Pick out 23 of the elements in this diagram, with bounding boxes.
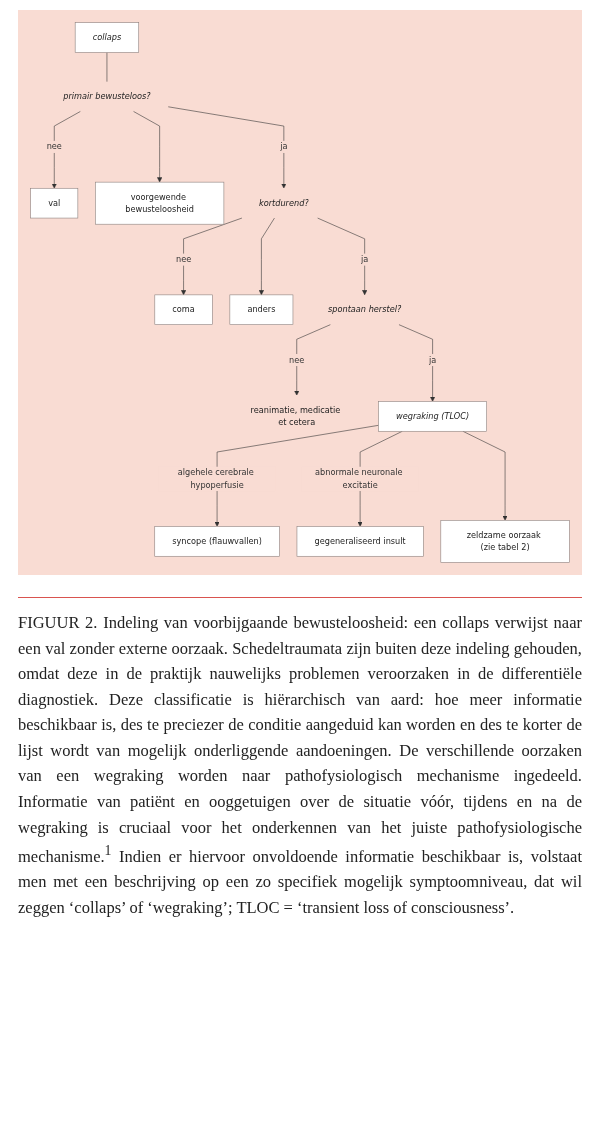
node-box bbox=[74, 22, 139, 53]
node-text: kortdurend? bbox=[258, 198, 309, 208]
node-text: reanimatie, medicatie et cetera bbox=[250, 405, 341, 427]
figure-caption: FIGUUR 2. Indeling van voorbijgaande bewusteloosheid: een collaps verwijst naar een val zonder externe oorzaak. Schedeltraumata zijn buiten deze indeling gehouden, omdat deze in de praktijk nauwelijks problemen veroorzaken in de differentiële diagnostiek. Deze classificatie is hiërarchisch van aard: hoe meer informatie beschikbaar is, des te preciezer de conditie aangeduid kan worden en des te korter de lijst wordt van mogelijk onderliggende aandoeningen. De verschillende oorzaken van een wegraking worden naar pathofysiologisch mechanisme ingedeeld. Informatie van patiënt en ooggetuigen over de situatie vóór, tijdens en na de wegraking is cruciaal voor het onderkennen van het juiste pathofysiologische mechanisme.$^{1}$ Indien er hiervoor onvoldoende informatie beschikbaar is, volstaat men met een beschrijving op een zo specifiek mogelijk symptoomniveau, dat wil zeggen ‘collaps’ of ‘wegraking’; TLOC = ‘transient loss of consciousness’. bbox=[18, 612, 582, 919]
edge-label: nee bbox=[175, 254, 192, 264]
node-box bbox=[378, 401, 487, 432]
node-text: primair bewusteloos? bbox=[63, 91, 151, 101]
node-box bbox=[154, 526, 280, 557]
node-text: spontaan herstel? bbox=[328, 304, 402, 315]
diagram-background: nee ja nee ja nee ja algehele cerebrale hypoperfusie abnormale neuronale excitatie collaps primair bewusteloos? val voorgewende bewusteloosheid kortdurend? coma anders spontaan herstel? reanimatie, medicatie et cetera wegraking (TLOC) syncope (flauwvallen) gegeneraliseerd insult zeldzame oorzaak (zie tabel 2) bbox=[18, 10, 582, 576]
edge-label: ja bbox=[428, 355, 437, 365]
edge-label: ja bbox=[361, 254, 369, 264]
edge-label: nee bbox=[289, 355, 305, 365]
node-box bbox=[95, 181, 225, 225]
edge-label: abnormale neuronale excitatie bbox=[315, 467, 403, 490]
edge-label: ja bbox=[280, 141, 288, 152]
node-box bbox=[296, 526, 424, 557]
node-box bbox=[30, 188, 79, 219]
edge-label: nee bbox=[46, 141, 62, 152]
node-box bbox=[154, 294, 213, 325]
node-box bbox=[229, 294, 294, 325]
edge-label: algehele cerebrale hypoperfusie bbox=[177, 467, 254, 490]
node-box bbox=[440, 520, 570, 563]
